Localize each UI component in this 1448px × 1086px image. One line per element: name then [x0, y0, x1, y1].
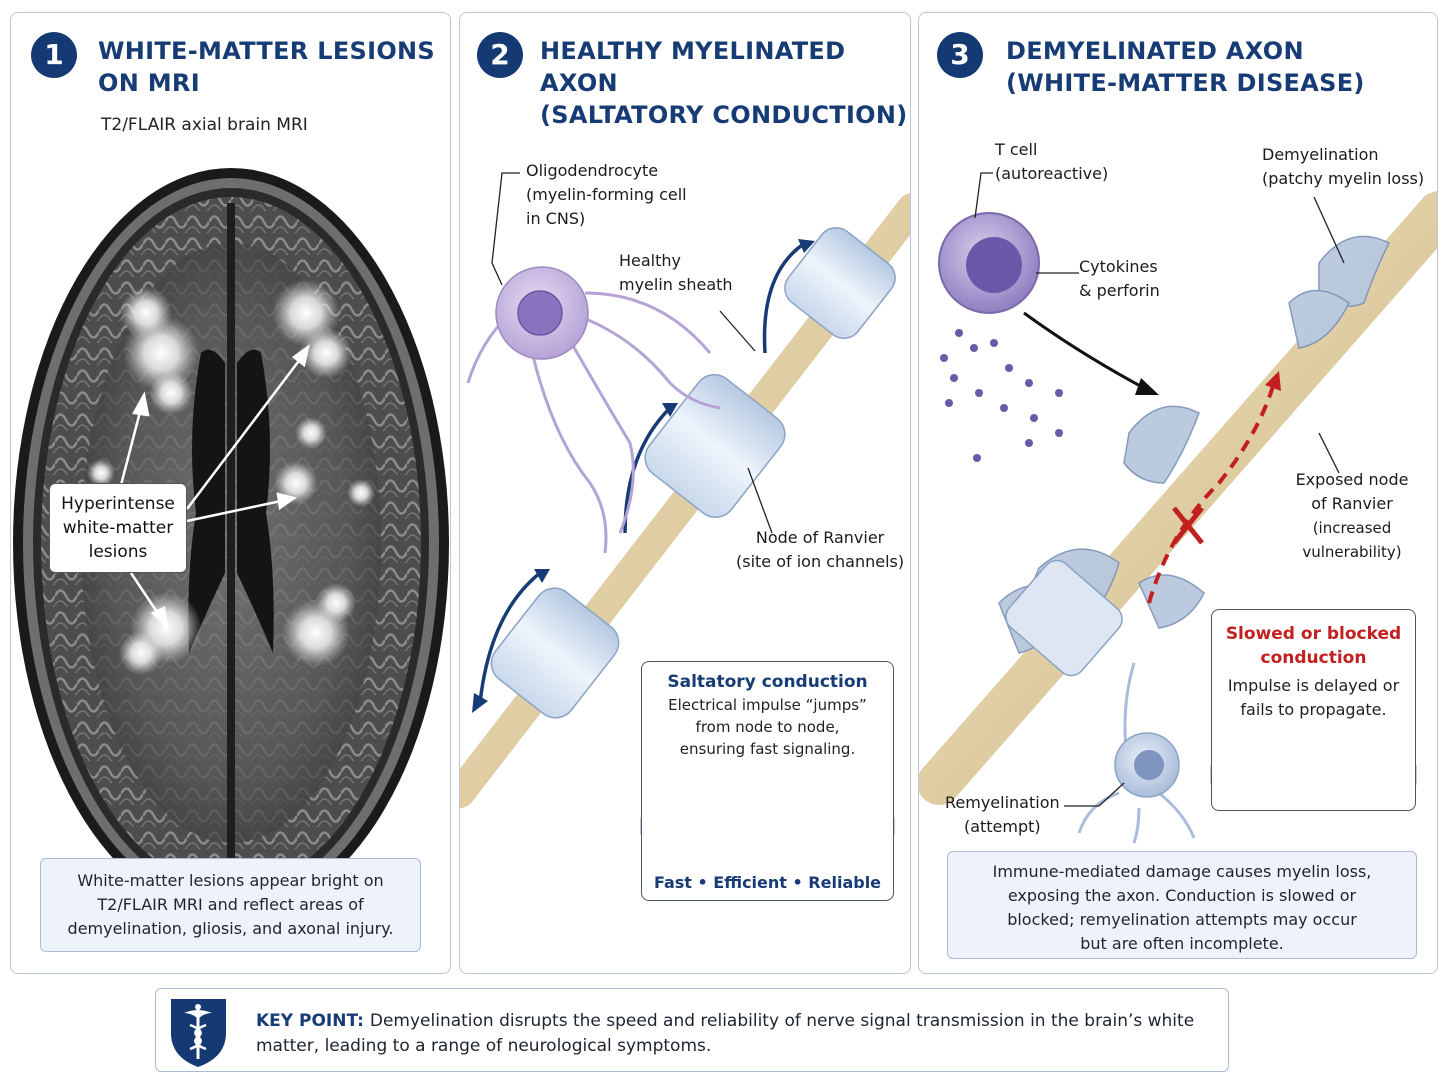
- panel-title-mri: WHITE-MATTER LESIONS ON MRI: [98, 37, 436, 97]
- remyelination-label: Remyelination (attempt): [945, 793, 1060, 836]
- panel-mri-lesions: 1 WHITE-MATTER LESIONS ON MRI T2/FLAIR a…: [10, 12, 451, 974]
- lesion-callout: Hyperintense white-matter lesions: [49, 483, 187, 573]
- panel-title-healthy: HEALTHY MYELINATED AXON (SALTATORY CONDU…: [540, 37, 908, 129]
- t-cell-label: T cell (autoreactive): [995, 140, 1109, 183]
- myelin-sheath-label: Healthy myelin sheath: [619, 251, 733, 294]
- saltatory-conduction-box: Saltatory conduction Electrical impulse …: [641, 661, 894, 901]
- key-point-label: KEY POINT:: [256, 1011, 370, 1031]
- demyelination-label: Demyelination (patchy myelin loss): [1262, 145, 1425, 188]
- mri-subtitle: T2/FLAIR axial brain MRI: [101, 115, 308, 135]
- mri-brain-illustration: [13, 168, 449, 918]
- panel-number-2: 2: [477, 32, 523, 78]
- caduceus-shield-icon: [171, 999, 226, 1067]
- key-point-box: KEY POINT: Demyelination disrupts the sp…: [155, 988, 1229, 1072]
- exposed-node-label: Exposed node of Ranvier (increased vulne…: [1295, 470, 1409, 561]
- saltatory-footer: Fast • Efficient • Reliable: [653, 873, 882, 892]
- key-point-body: Demyelination disrupts the speed and rel…: [256, 1011, 1195, 1056]
- slowed-conduction-box: Slowed or blocked conduction Impulse is …: [1211, 609, 1416, 811]
- node-of-ranvier-label: Node of Ranvier (site of ion channels): [736, 528, 905, 571]
- key-point-text: KEY POINT: Demyelination disrupts the sp…: [256, 1009, 1216, 1059]
- panel-title-demyelinated: DEMYELINATED AXON (WHITE-MATTER DISEASE): [1006, 37, 1365, 97]
- cytokines-label: Cytokines & perforin: [1079, 257, 1160, 300]
- panel-number-1: 1: [31, 32, 77, 78]
- panel-number-3: 3: [937, 32, 983, 78]
- demyelination-note-box: Immune-mediated damage causes myelin los…: [947, 851, 1417, 959]
- panel-healthy-axon: 2 HEALTHY MYELINATED AXON (SALTATORY CON…: [459, 12, 911, 974]
- mri-note-box: White-matter lesions appear bright on T2…: [40, 858, 421, 952]
- panel-demyelinated-axon: 3 DEMYELINATED AXON (WHITE-MATTER DISEAS…: [918, 12, 1438, 974]
- oligodendrocyte-label: Oligodendrocyte (myelin-forming cell in …: [526, 161, 687, 228]
